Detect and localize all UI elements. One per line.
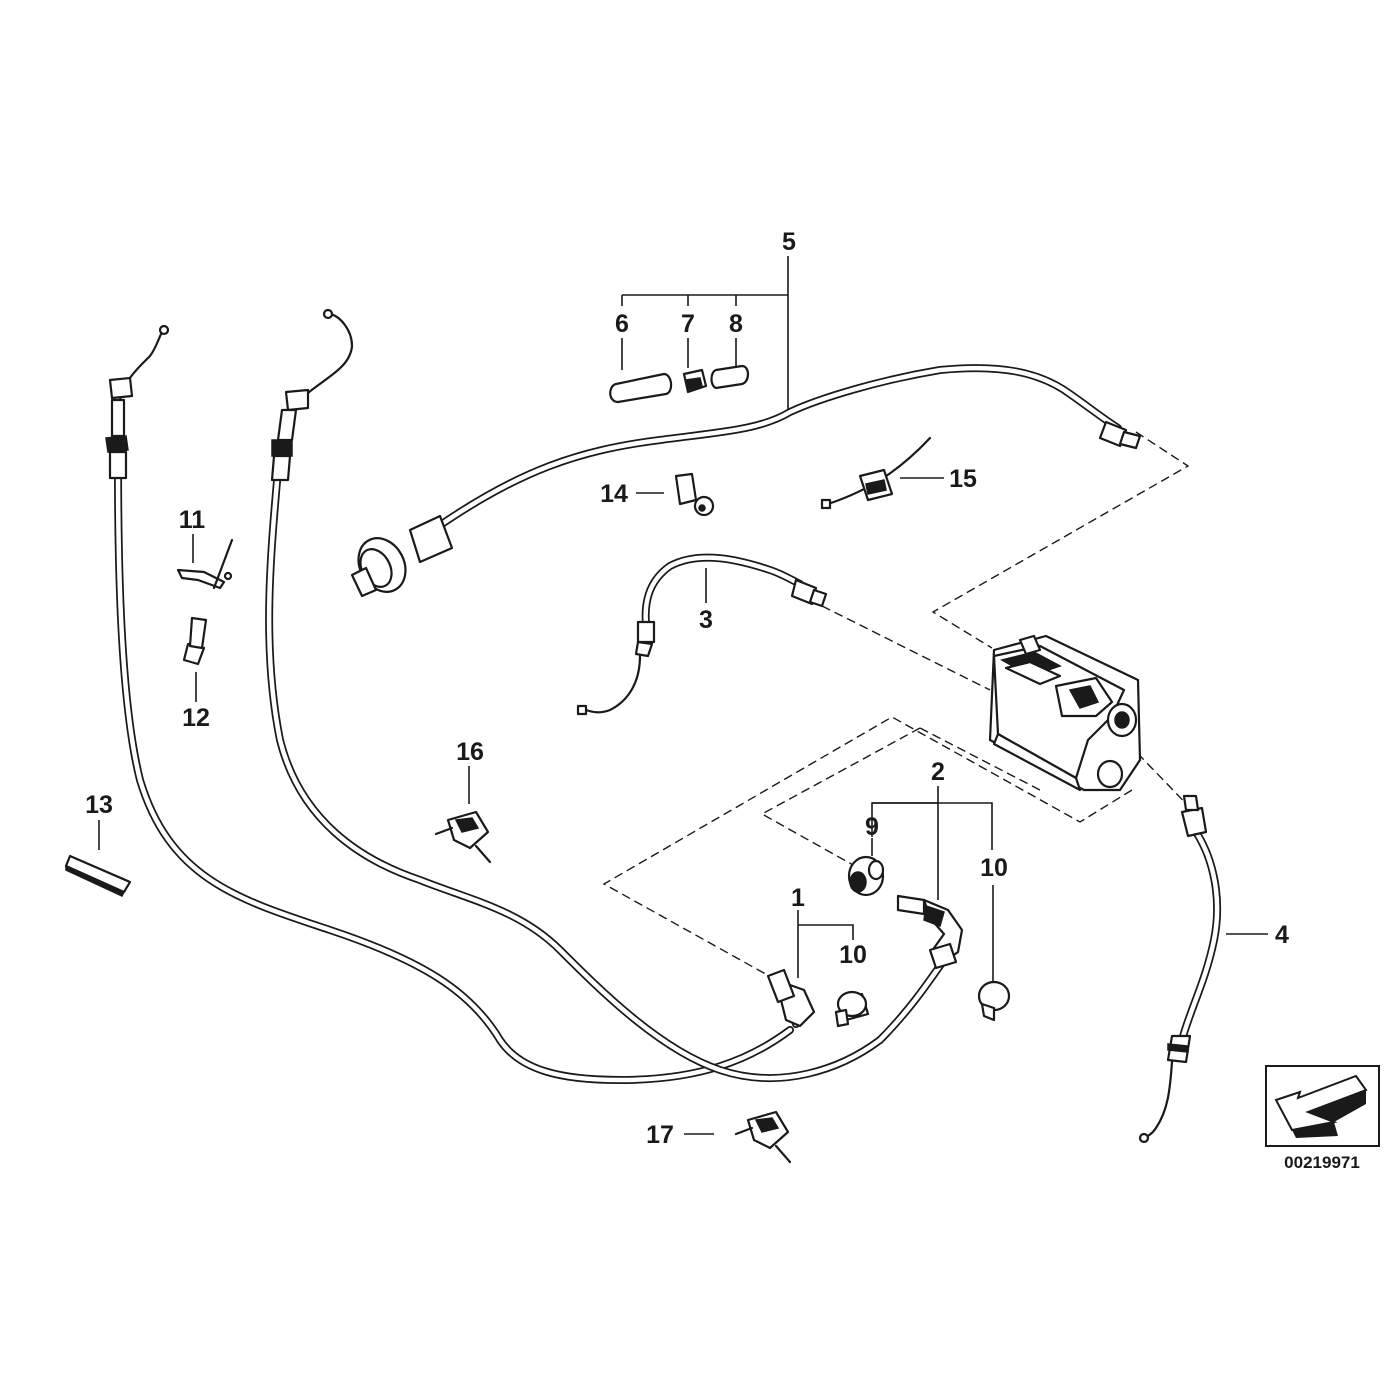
part-8-bushing: [710, 364, 750, 390]
callout-17: 17: [646, 1121, 674, 1149]
part-1-sensor: [766, 968, 816, 1028]
callout-16: 16: [456, 738, 484, 766]
part-16-holder: [434, 810, 492, 864]
callout-15: 15: [949, 465, 977, 493]
part-10-plug-b: [977, 980, 1011, 1022]
control-unit: [988, 634, 1142, 792]
callout-6: 6: [615, 310, 629, 338]
callout-10-right: 10: [980, 854, 1008, 882]
cable-5: [350, 364, 1142, 598]
callout-3: 3: [699, 606, 713, 634]
part-2-connector: [896, 894, 964, 970]
cable-left-long: [105, 324, 794, 1084]
callout-labels: 5 6 7 8 14 15 11 3 12 16 2 13 9 10 1 4 1…: [85, 228, 1289, 1149]
orientation-arrow-icon: [1265, 1065, 1380, 1147]
part-9-grommet: [847, 855, 885, 897]
part-6-sleeve: [609, 372, 673, 404]
callout-8: 8: [729, 310, 743, 338]
callout-1: 1: [791, 884, 805, 912]
callout-11: 11: [179, 506, 206, 534]
part-12-screw: [182, 616, 208, 666]
part-15-cable-tie: [820, 436, 932, 510]
callout-14: 14: [600, 480, 628, 508]
callout-4: 4: [1275, 921, 1289, 949]
document-number: 00219971: [1284, 1153, 1360, 1172]
callout-5: 5: [782, 228, 796, 256]
callout-10-left: 10: [839, 941, 867, 969]
callout-7: 7: [681, 310, 695, 338]
callout-9: 9: [865, 813, 879, 841]
cable-4: [1138, 794, 1222, 1144]
callout-12: 12: [182, 704, 210, 732]
callout-13: 13: [85, 791, 113, 819]
callout-2: 2: [931, 758, 945, 786]
leader-lines: [98, 256, 1268, 1135]
part-13-strip: [64, 854, 132, 897]
part-7-bushing: [682, 368, 708, 394]
cable-left-second: [265, 308, 948, 1083]
part-17-holder: [734, 1110, 792, 1164]
cable-3: [576, 553, 828, 716]
part-11-bracket: [176, 538, 234, 590]
part-10-plug-a: [834, 990, 870, 1028]
part-14-clip: [674, 472, 715, 517]
